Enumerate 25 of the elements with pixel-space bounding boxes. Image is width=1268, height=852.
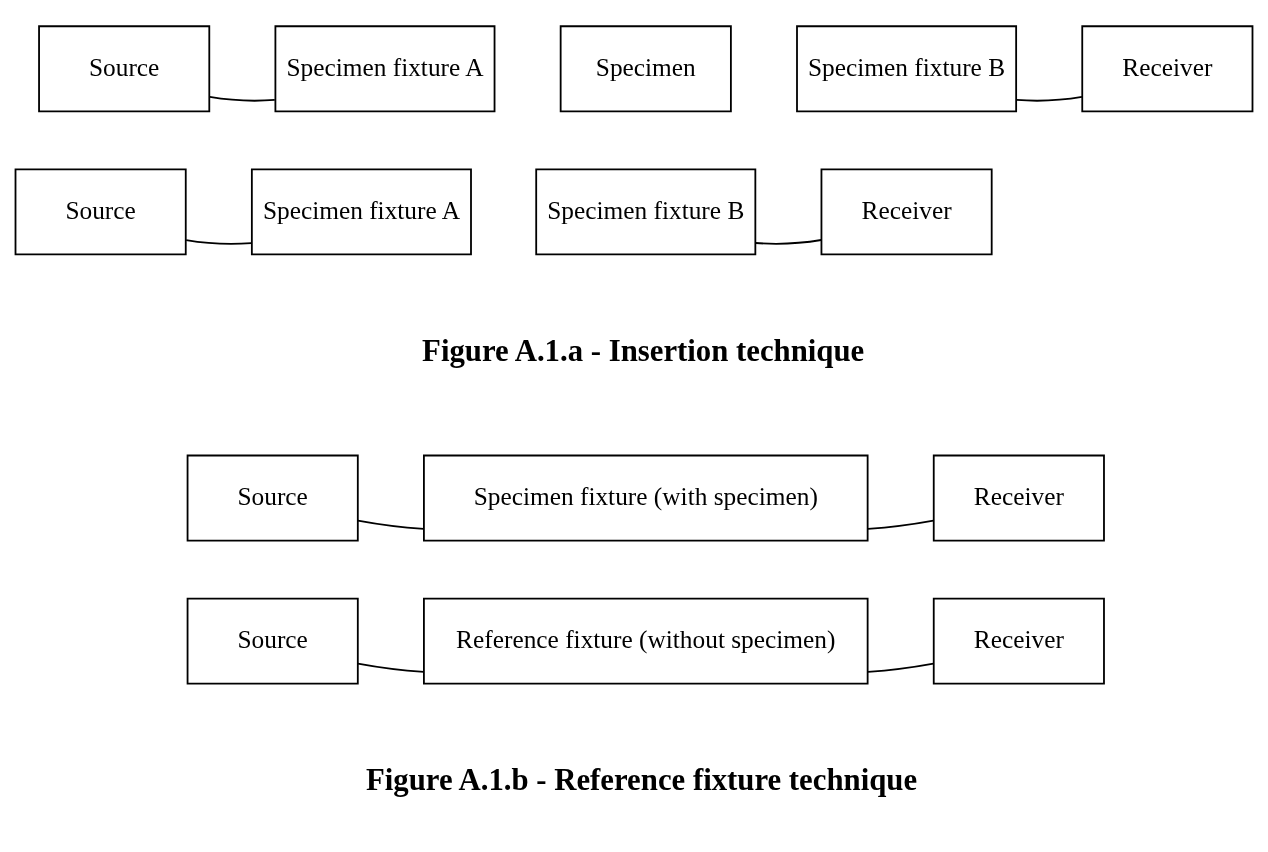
node-box: Specimen fixture B xyxy=(796,24,1018,112)
node-box: Source xyxy=(38,24,211,112)
node-box: Source xyxy=(186,454,359,541)
node-box: Specimen fixture A xyxy=(250,167,472,255)
connector xyxy=(208,95,276,102)
node-box: Receiver xyxy=(820,167,993,255)
node-box: Specimen fixture B xyxy=(535,167,757,255)
node-box: Receiver xyxy=(1081,24,1254,112)
connector xyxy=(357,519,425,530)
node-box: Receiver xyxy=(932,454,1105,541)
node-box: Source xyxy=(186,597,359,685)
node-box: Specimen fixture (with specimen) xyxy=(423,454,869,541)
connector xyxy=(1015,95,1083,102)
node-box: Specimen xyxy=(559,24,732,112)
node-box: Specimen fixture A xyxy=(274,24,496,112)
node-box: Reference fixture (without specimen) xyxy=(423,597,869,685)
label: Figure A.1.a - Insertion technique xyxy=(422,333,865,368)
connector xyxy=(185,238,253,245)
connector xyxy=(754,238,823,245)
node-box: Source xyxy=(14,167,187,255)
label: Figure A.1.b - Reference fixture technique xyxy=(365,762,918,797)
connector xyxy=(867,662,935,673)
connector xyxy=(867,519,935,530)
node-box: Receiver xyxy=(932,597,1105,685)
connector xyxy=(357,662,425,673)
